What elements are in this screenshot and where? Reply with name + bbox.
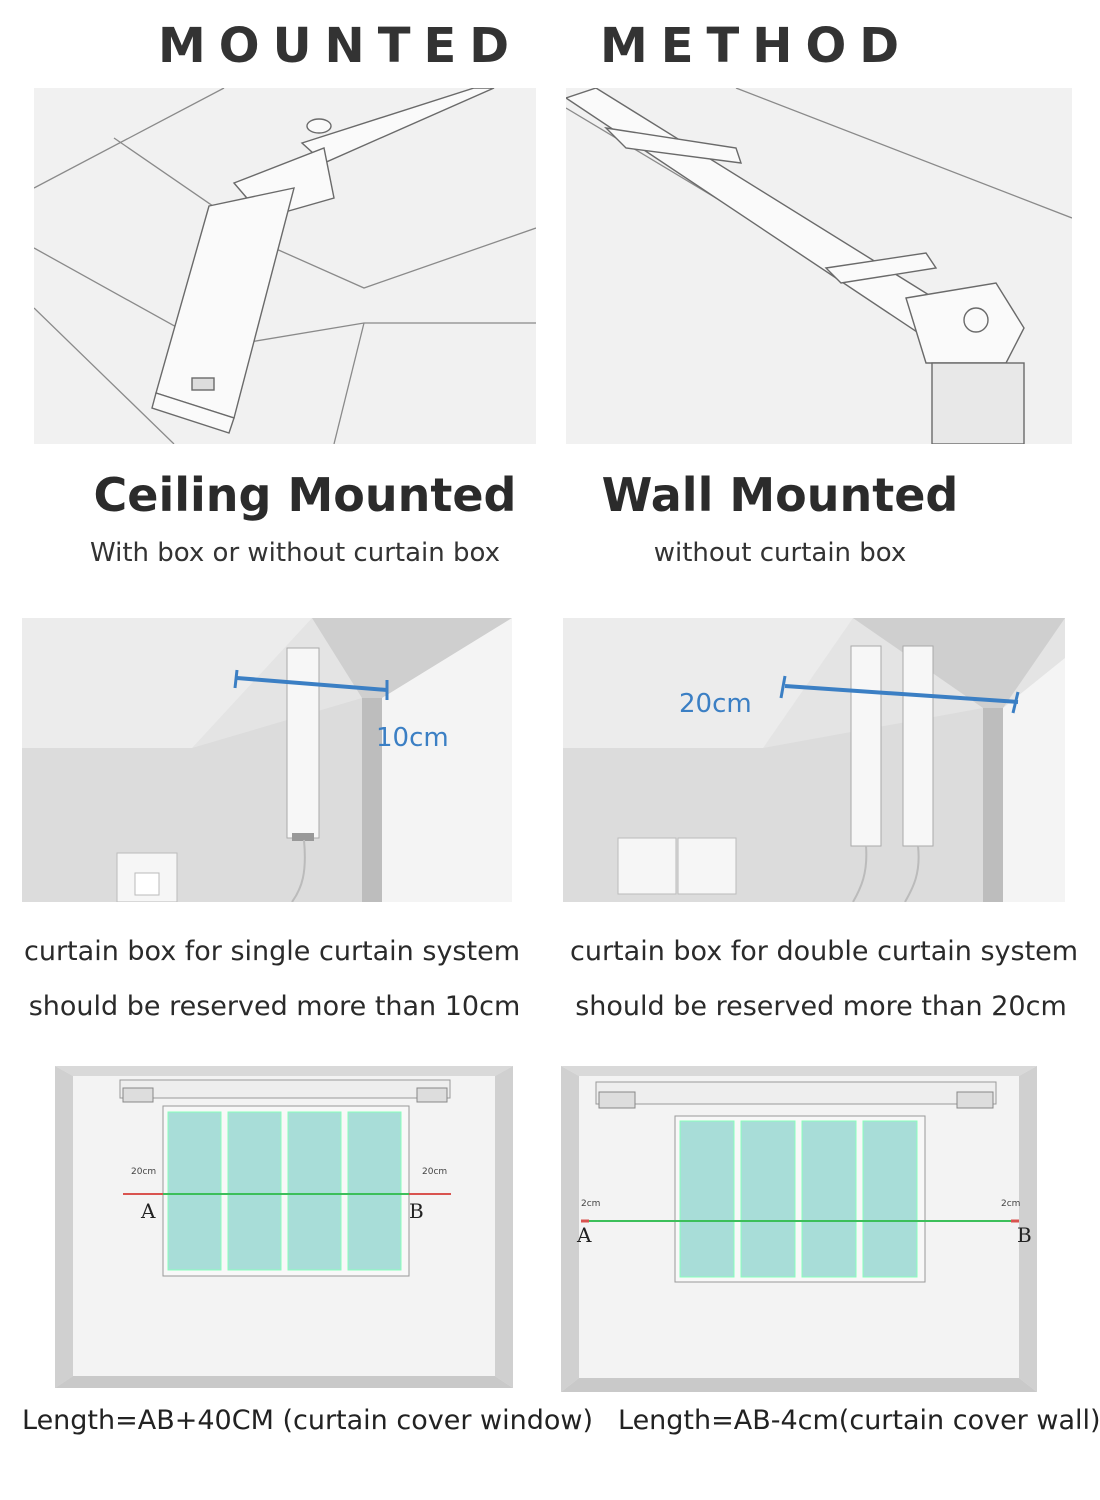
cover-wall-drawing: 2cm 2cm A B — [561, 1066, 1037, 1392]
double-box-caption-line1: curtain box for double curtain system — [570, 936, 1079, 967]
single-box-measure-label: 10cm — [376, 723, 449, 753]
cover-window-drawing: 20cm 20cm A B — [55, 1066, 513, 1388]
cover-wall-formula: Length=AB-4cm(curtain cover wall) — [618, 1405, 1100, 1436]
wall-point-a-label: A — [576, 1223, 592, 1247]
wall-mounted-subtitle: without curtain box — [653, 538, 907, 568]
wall-mounted-heading: Wall Mounted — [601, 468, 959, 522]
ceiling-mounted-subtitle: With box or without curtain box — [90, 538, 500, 568]
curtain-cover-window-diagram: 20cm 20cm A B — [55, 1066, 513, 1388]
double-curtain-box-drawing: 20cm — [563, 618, 1065, 902]
wall-mount-drawing — [566, 88, 1072, 444]
ceiling-mount-drawing — [34, 88, 536, 444]
right-gap-label: 20cm — [422, 1167, 447, 1177]
point-a-label: A — [140, 1199, 156, 1223]
left-gap-label: 20cm — [131, 1167, 156, 1177]
point-b-label: B — [409, 1199, 424, 1223]
single-box-caption-line1: curtain box for single curtain system — [24, 936, 520, 967]
double-curtain-box-photo: 20cm — [563, 618, 1065, 902]
ceiling-mounted-heading: Ceiling Mounted — [93, 468, 517, 522]
wall-right-gap-label: 2cm — [1001, 1199, 1020, 1209]
single-box-caption-line2: should be reserved more than 10cm — [28, 991, 521, 1022]
wall-mount-illustration — [566, 88, 1072, 444]
title-mounted: MOUNTED — [158, 18, 523, 74]
ceiling-mount-illustration — [34, 88, 536, 444]
single-curtain-box-photo: 10cm — [22, 618, 512, 902]
single-curtain-box-drawing: 10cm — [22, 618, 512, 902]
wall-left-gap-label: 2cm — [581, 1199, 600, 1209]
cover-window-formula: Length=AB+40CM (curtain cover window) — [22, 1405, 593, 1436]
wall-point-b-label: B — [1017, 1223, 1032, 1247]
double-box-caption-line2: should be reserved more than 20cm — [575, 991, 1067, 1022]
curtain-cover-wall-diagram: 2cm 2cm A B — [561, 1066, 1037, 1392]
title-method: METHOD — [600, 18, 913, 74]
double-box-measure-label: 20cm — [679, 689, 752, 719]
